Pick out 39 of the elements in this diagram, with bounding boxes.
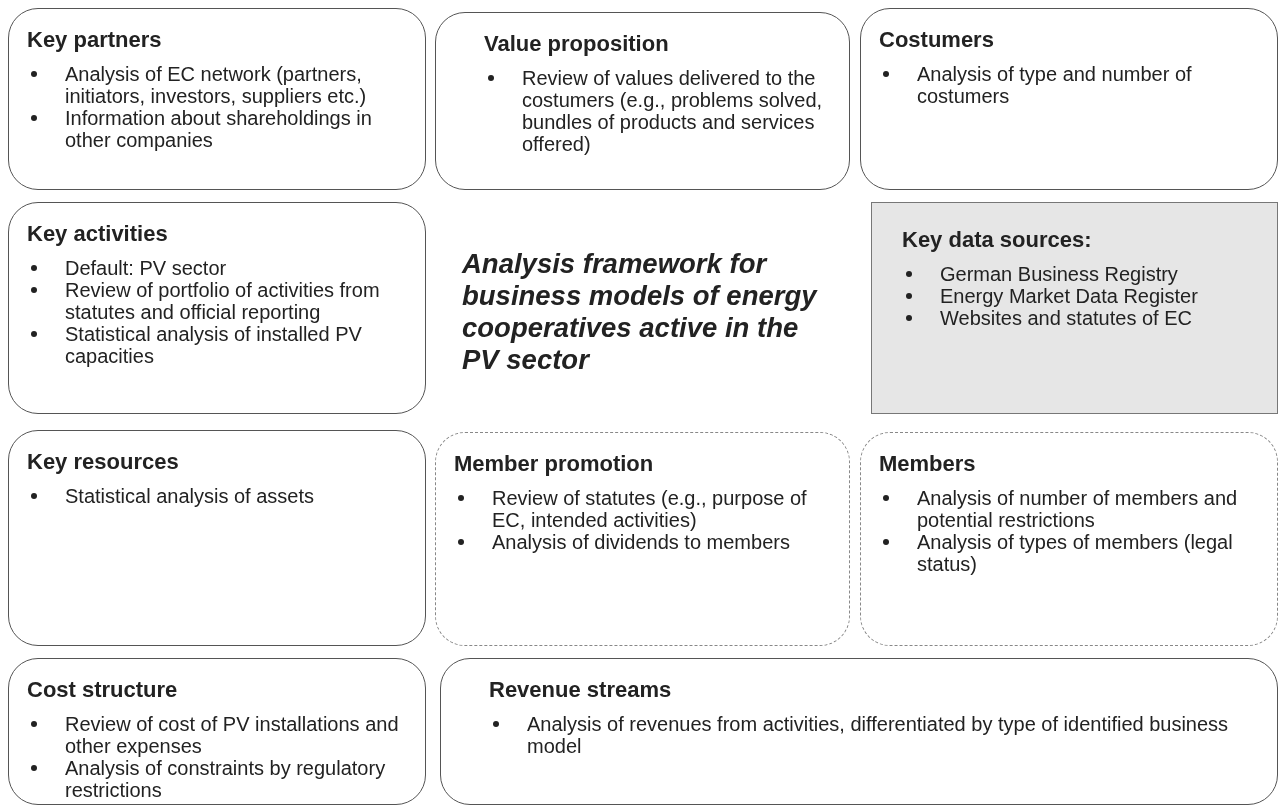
- section-heading: Key data sources:: [902, 227, 1092, 253]
- section-card: [860, 432, 1278, 646]
- section-heading: Member promotion: [454, 451, 654, 477]
- section-card: [435, 12, 850, 190]
- section-heading: Key resources: [27, 449, 179, 475]
- bullet-item: Analysis of EC network (partners, initiators, investors, suppliers etc.): [27, 63, 407, 107]
- bullet-item: Review of cost of PV installations and other expenses: [27, 713, 407, 757]
- section-heading: Value proposition: [484, 31, 669, 57]
- bullet-item: Analysis of types of members (legal status): [879, 531, 1259, 575]
- bullet-item: Analysis of constraints by regulatory restrictions: [27, 757, 407, 801]
- bullet-item: Information about shareholdings in other companies: [27, 107, 407, 151]
- bullet-item: Analysis of revenues from activities, differentiated by type of identified business model: [489, 713, 1259, 757]
- bullet-item: Default: PV sector: [27, 257, 407, 279]
- bullet-item: German Business Registry: [902, 263, 1247, 285]
- bullet-item: Review of statutes (e.g., purpose of EC, intended activities): [454, 487, 831, 531]
- section-card: [8, 430, 426, 646]
- section-card: [860, 8, 1278, 190]
- section-card: [440, 658, 1278, 805]
- bullet-item: Energy Market Data Register: [902, 285, 1247, 307]
- info-panel: [871, 202, 1278, 414]
- bullet-item: Statistical analysis of assets: [27, 485, 407, 507]
- bullet-item: Analysis of dividends to members: [454, 531, 831, 553]
- section-card: [435, 432, 850, 646]
- bullet-item: Analysis of number of members and potential restrictions: [879, 487, 1259, 531]
- section-heading: Members: [879, 451, 976, 477]
- section-heading: Key activities: [27, 221, 168, 247]
- section-heading: Revenue streams: [489, 677, 672, 703]
- diagram-title: Analysis framework for business models of energy cooperatives active in the PV sector: [462, 248, 819, 376]
- section-card: [8, 202, 426, 414]
- section-card: [8, 658, 426, 805]
- section-heading: Key partners: [27, 27, 162, 53]
- section-card: [8, 8, 426, 190]
- bullet-item: Review of values delivered to the costumers (e.g., problems solved, bundles of products and services offered): [484, 67, 831, 155]
- bullet-item: Websites and statutes of EC: [902, 307, 1247, 329]
- bullet-item: Review of portfolio of activities from statutes and official reporting: [27, 279, 407, 323]
- section-heading: Cost structure: [27, 677, 178, 703]
- section-heading: Costumers: [879, 27, 994, 53]
- bullet-item: Statistical analysis of installed PV capacities: [27, 323, 407, 367]
- bullet-item: Analysis of type and number of costumers: [879, 63, 1259, 107]
